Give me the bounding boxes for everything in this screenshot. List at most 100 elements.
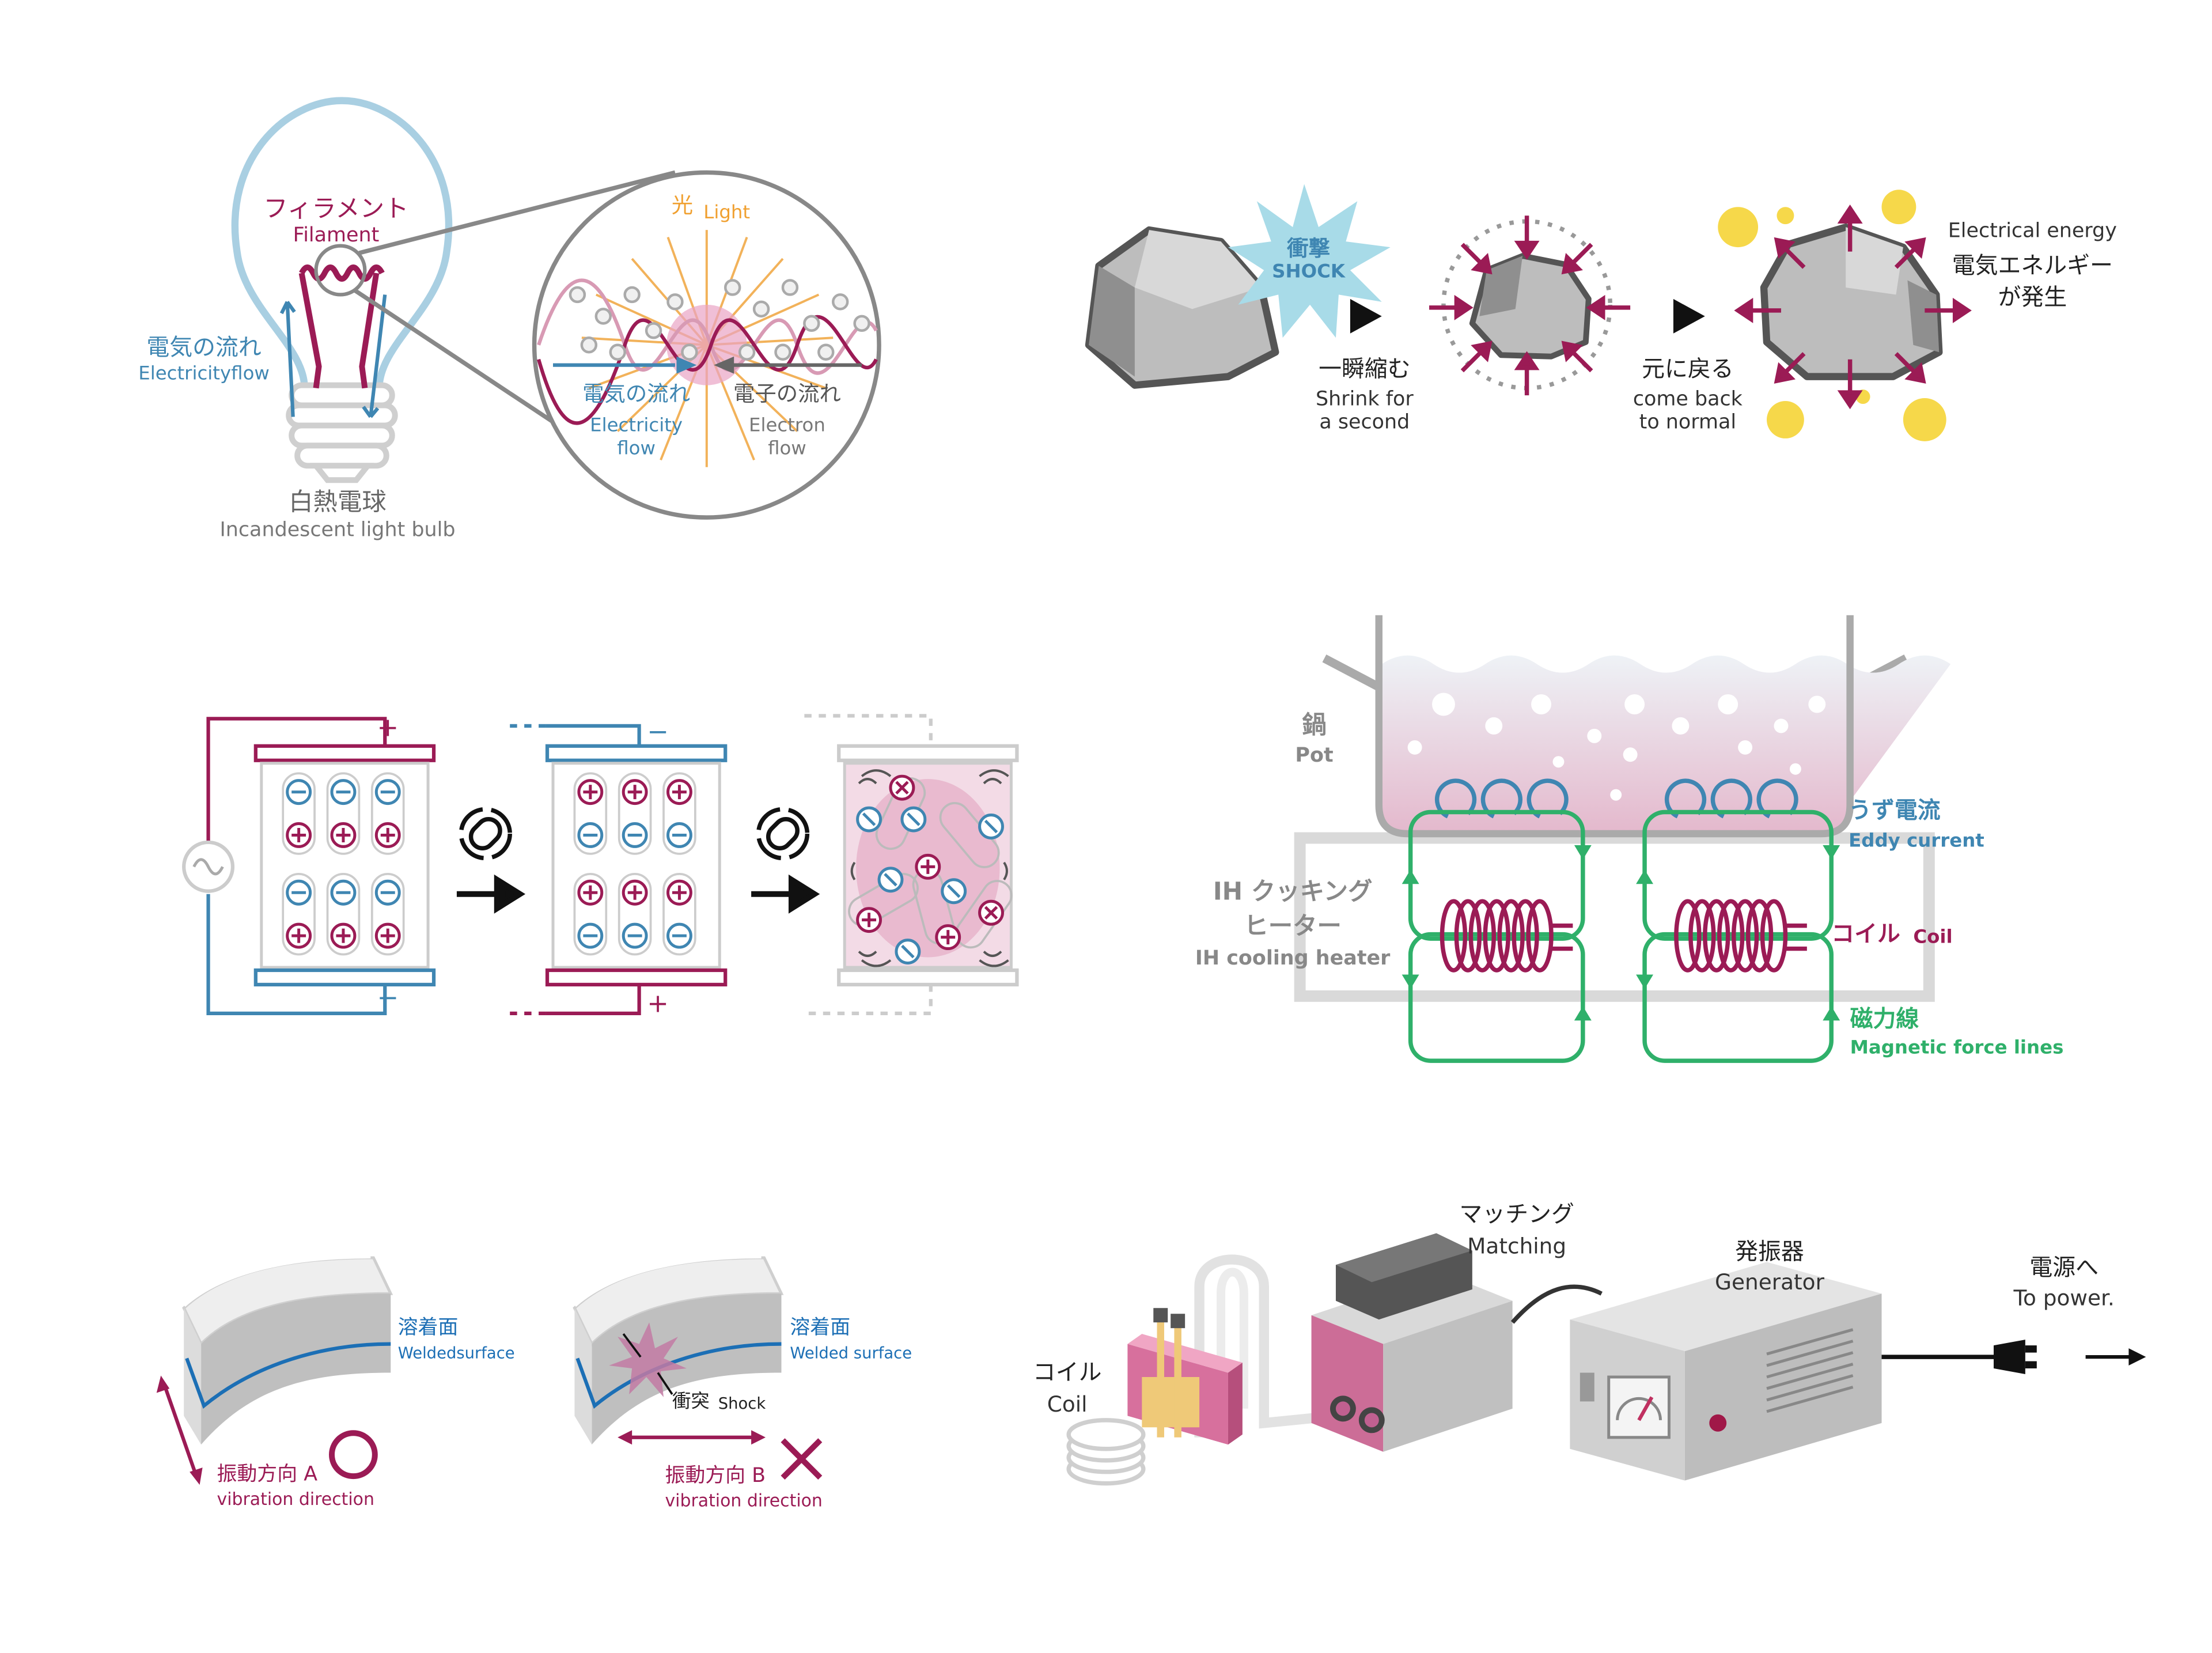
electron-flow-label-en2: flow	[768, 437, 806, 459]
weld-block-b	[573, 1254, 784, 1445]
piezo-panel: 衝撃 SHOCK 一瞬縮む Shrink for a second 元に戻る c…	[1085, 184, 2117, 441]
weld-panel: 溶着面 Weldedsurface 振動方向 A vibration direc…	[156, 1254, 912, 1511]
filament-label-en: Filament	[293, 224, 380, 247]
surface-b-label-jp: 溶着面	[790, 1316, 850, 1339]
ng-cross-icon	[781, 1438, 823, 1480]
shock-b-label-jp: 衝突	[672, 1390, 710, 1412]
heater-label-en: IH cooling heater	[1195, 947, 1391, 970]
plus-label-2: +	[647, 988, 669, 1018]
heater-label-jp2: ヒーター	[1244, 912, 1342, 940]
generator-label-en: Generator	[1715, 1269, 1825, 1295]
inward-arrows	[1429, 215, 1631, 396]
matching-label-jp: マッチング	[1459, 1201, 1574, 1228]
jostled-charges	[856, 774, 1004, 964]
cooling-hose-2	[1217, 1268, 1248, 1438]
eddy-label-jp: うず電流	[1849, 797, 1941, 824]
charges-1	[286, 779, 401, 949]
vibration-arrowhead-a-top	[156, 1375, 170, 1393]
power-label-en: To power.	[2013, 1285, 2115, 1310]
vibration-arrowhead-b-right	[751, 1430, 766, 1445]
plug-icon	[1993, 1340, 2037, 1375]
light-label-jp: 光	[672, 192, 693, 218]
dielectric-panel: + −	[182, 712, 1019, 1018]
energy-label-jp2: が発生	[1998, 284, 2067, 311]
coil-label-jp: コイル	[1831, 921, 1900, 947]
electron-flow-label-en1: Electron	[749, 414, 825, 436]
bulb-label-jp: 白熱電球	[289, 488, 387, 516]
minus-label-1: −	[377, 982, 399, 1012]
power-arrowhead	[2128, 1348, 2146, 1366]
vibration-arrowhead-b-left	[618, 1430, 632, 1445]
magnet-label-en: Magnetic force lines	[1850, 1037, 2064, 1058]
dir-b-label-jp: 振動方向 B	[665, 1464, 766, 1487]
shock-pointer-2	[657, 1372, 673, 1395]
bulb-label-en: Incandescent light bulb	[219, 519, 455, 542]
power-label-jp: 電源へ	[2029, 1254, 2099, 1281]
electricity-flow-arrowhead	[676, 356, 697, 374]
heater-body	[1294, 832, 1935, 1002]
matching-cable	[1510, 1284, 1603, 1324]
coil-eq-label-jp: コイル	[1033, 1359, 1102, 1386]
coil-eq-label-en: Coil	[1047, 1391, 1088, 1417]
shrink-label-jp: 一瞬縮む	[1319, 356, 1411, 383]
vibration-arrowhead-a-bottom	[190, 1467, 203, 1485]
energy-label-jp1: 電気エネルギー	[1952, 252, 2113, 279]
filament-label-jp: フィラメント	[263, 195, 408, 223]
step-arrow-2	[1673, 298, 1705, 334]
surface-a-label-en: Weldedsurface	[398, 1345, 515, 1363]
weld-block-a	[182, 1254, 393, 1445]
back-label-en1: come back	[1633, 388, 1743, 411]
rock-original	[1085, 226, 1279, 389]
coil-block	[1127, 1308, 1243, 1445]
shock-pointer	[622, 1333, 642, 1358]
circuit-bottom-wire	[206, 894, 387, 1015]
elec-flow-label-jp: 電気の流れ	[582, 381, 690, 406]
bubbles	[1407, 693, 1826, 801]
pot-water	[1381, 655, 1951, 831]
bulb-panel: フィラメント Filament 電気の流れ Electricityflow 白熱…	[138, 97, 881, 542]
light-label-en: Light	[703, 201, 750, 223]
charges-2	[577, 779, 692, 949]
coil-label-en: Coil	[1913, 926, 1952, 948]
bulb-base	[286, 382, 398, 483]
circuit-top-wire	[206, 717, 387, 841]
rock-restored	[1760, 223, 1943, 380]
flow-label-en: Electricityflow	[138, 362, 270, 384]
dir-a-label-jp: 振動方向 A	[217, 1463, 318, 1486]
back-label-jp: 元に戻る	[1642, 356, 1734, 383]
shock-label-jp: 衝撃	[1286, 236, 1330, 261]
generator-label-jp: 発振器	[1735, 1238, 1804, 1265]
ac-source-wave	[192, 858, 224, 876]
coil-left	[1440, 899, 1573, 973]
shrink-label-en2: a second	[1319, 410, 1410, 433]
shock-star	[1228, 184, 1391, 338]
heater-label-jp1: IH クッキング	[1213, 877, 1373, 906]
zoom-line-top	[358, 170, 676, 255]
pot-label-en: Pot	[1295, 744, 1333, 767]
matching-box	[1311, 1233, 1513, 1452]
back-label-en2: to normal	[1639, 410, 1736, 433]
electron-flow-arrowhead	[714, 356, 734, 374]
coil-rings	[1066, 1418, 1146, 1486]
surface-b-label-en: Welded surface	[790, 1345, 912, 1363]
ih-panel: 鍋 Pot IH クッキング ヒーター IH cooling heater うず…	[1195, 615, 2064, 1063]
elec-flow-label-en2: flow	[617, 437, 656, 459]
shock-label-en: SHOCK	[1272, 260, 1346, 282]
rotation-icon-2	[756, 807, 810, 861]
zoom-source-circle	[314, 244, 367, 297]
shrink-label-en1: Shrink for	[1316, 388, 1414, 411]
bulb-flow-arrows	[279, 294, 387, 418]
atoms	[569, 279, 870, 361]
step-arrow-cap-2	[751, 874, 820, 914]
outward-arrows	[1734, 204, 1972, 410]
filament-wave-bottom	[537, 315, 878, 425]
eddy-currents	[1434, 778, 1798, 819]
step-arrow-1	[1350, 298, 1382, 334]
energy-sparks	[1718, 190, 1946, 441]
pot-label-jp: 鍋	[1302, 710, 1326, 739]
plus-label-1: +	[377, 712, 399, 742]
rotation-icon-1	[459, 807, 512, 861]
elec-flow-label-en1: Electricity	[590, 414, 683, 436]
vibration-arrow-a	[163, 1386, 198, 1474]
pot-handle-left	[1322, 654, 1381, 691]
